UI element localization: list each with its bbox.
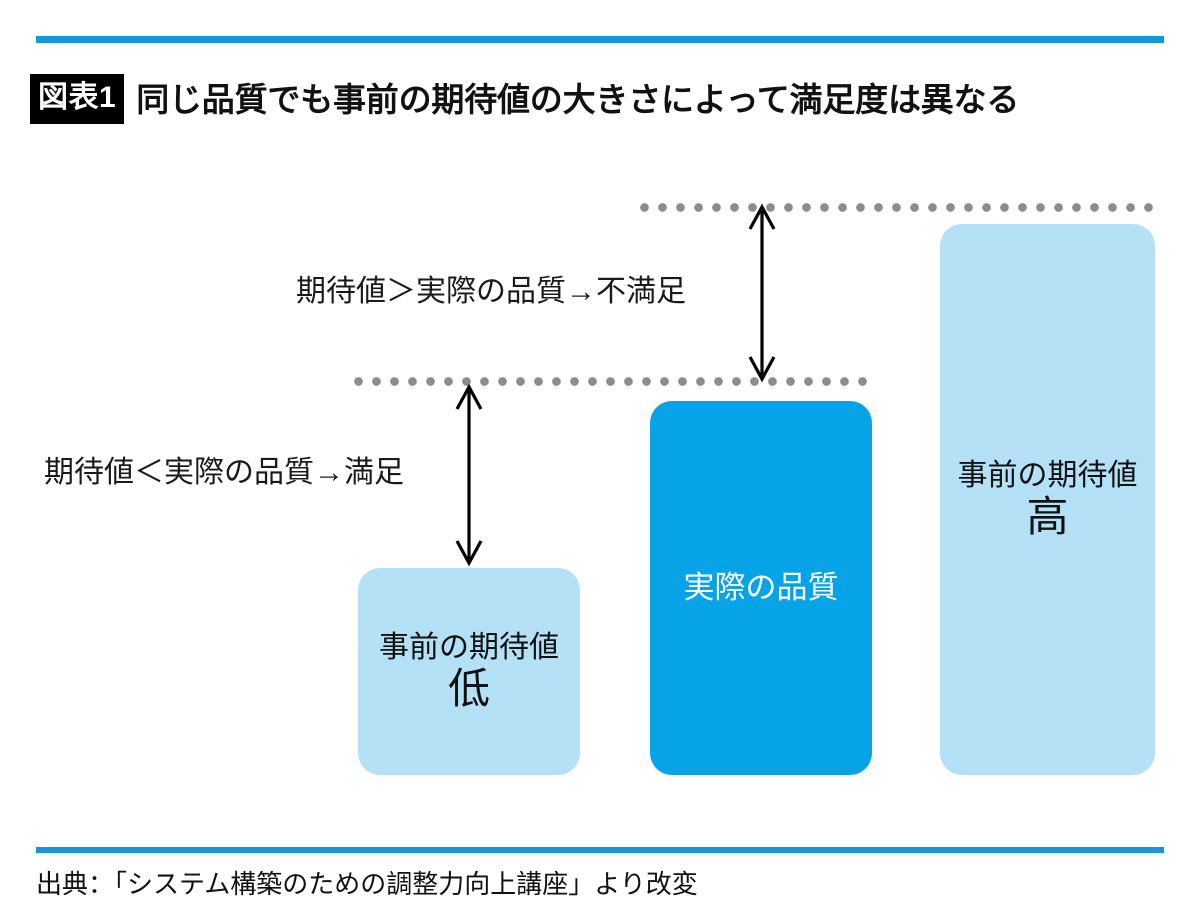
bar-expectation-high-level: 高 [1026, 492, 1069, 540]
bar-expectation-low: 事前の期待値 低 [358, 568, 580, 775]
bar-actual-quality-caption: 実際の品質 [683, 569, 839, 605]
annotation-satisfaction: 期待値＜実際の品質→満足 [44, 456, 404, 489]
bar-actual-quality: 実際の品質 [650, 401, 872, 775]
double-arrow-satisfaction-icon [451, 383, 487, 567]
bar-expectation-high: 事前の期待値 高 [940, 224, 1155, 775]
bottom-accent-rule [36, 847, 1164, 853]
double-arrow-dissatisfaction-icon [744, 203, 780, 383]
annotation-dissatisfaction: 期待値＞実際の品質→不満足 [296, 275, 686, 308]
page-title: 同じ品質でも事前の期待値の大きさによって満足度は異なる [136, 80, 1020, 118]
dotted-reference-line-low [354, 377, 872, 386]
figure-number-badge: 図表1 [30, 74, 125, 124]
dotted-reference-line-high [640, 203, 1160, 212]
bar-expectation-high-caption: 事前の期待値 [957, 459, 1138, 493]
bar-expectation-low-level: 低 [447, 664, 490, 712]
top-accent-rule [36, 36, 1164, 43]
figure-header: 図表1 同じ品質でも事前の期待値の大きさによって満足度は異なる [30, 72, 1019, 126]
source-note: 出典：「システム構築のための調整力向上講座」より改変 [36, 869, 698, 899]
bar-expectation-low-caption: 事前の期待値 [379, 631, 559, 665]
